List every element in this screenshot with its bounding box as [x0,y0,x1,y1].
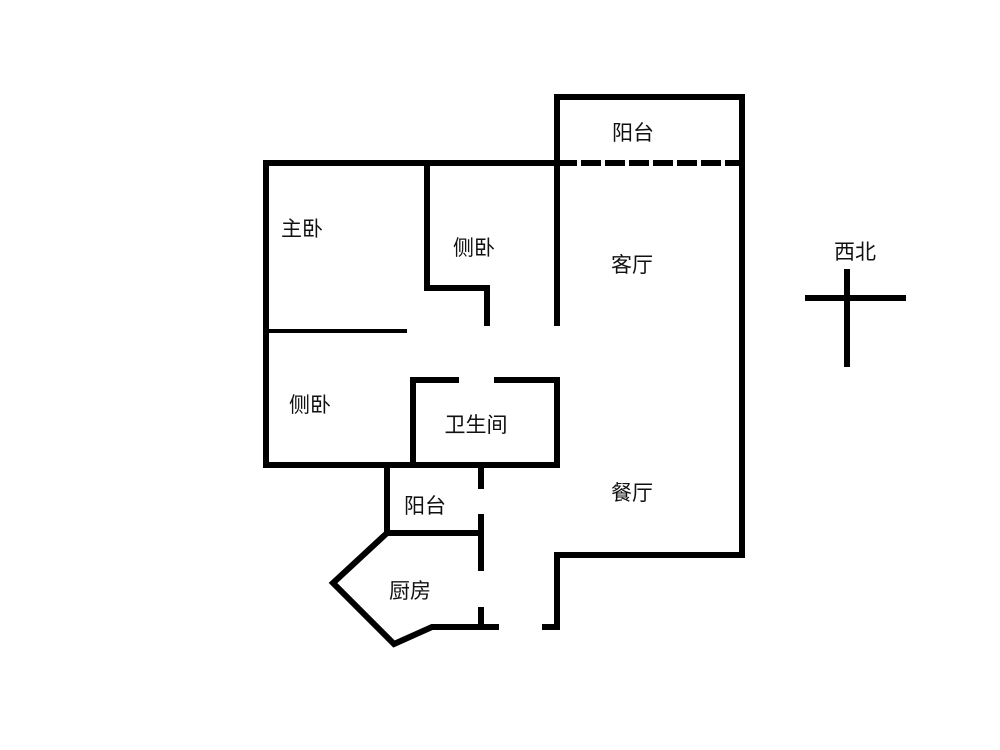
balcony-wall [542,94,745,630]
label-master-bedroom: 主卧 [281,217,323,241]
label-bathroom: 卫生间 [445,413,508,437]
label-side-bedroom-1: 侧卧 [453,236,495,260]
kitchen-wall [328,528,499,648]
outer-wall-top-left [263,160,560,468]
compass-label: 西北 [834,240,876,264]
room-labels: 阳台 主卧 侧卧 客厅 侧卧 卫生间 餐厅 阳台 厨房 [281,121,654,603]
label-kitchen: 厨房 [389,579,431,603]
label-living-room: 客厅 [611,253,653,277]
bathroom-wall-right [494,377,560,468]
label-side-bedroom-2: 侧卧 [289,393,331,417]
label-balcony-north: 阳台 [612,121,654,145]
label-dining-room: 餐厅 [611,481,653,505]
label-balcony-small: 阳台 [404,494,446,518]
side-bedroom-wall [424,160,490,326]
walls [263,94,745,648]
compass: 西北 [805,240,906,367]
bathroom-wall-left [410,377,459,468]
